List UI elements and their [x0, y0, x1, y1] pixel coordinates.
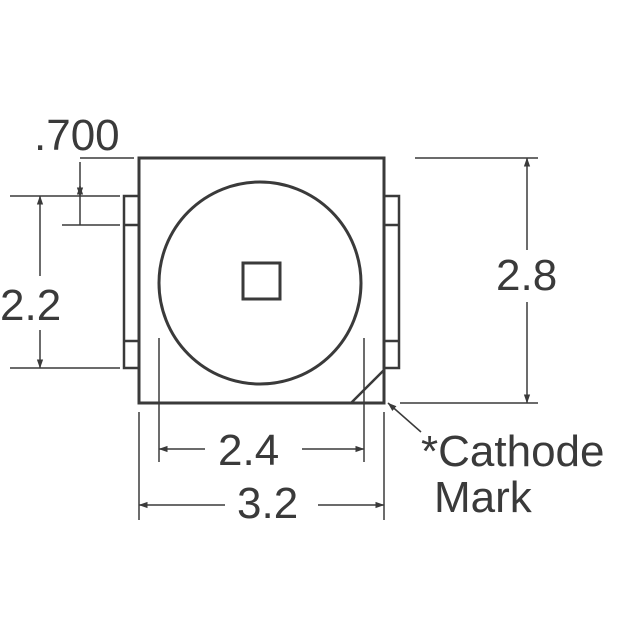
- label-pad-offset: .700: [34, 111, 120, 160]
- label-lens-width: 2.4: [218, 426, 279, 475]
- cathode-chamfer: [350, 369, 385, 404]
- label-body-height: 2.8: [496, 251, 557, 300]
- label-body-width: 3.2: [237, 479, 298, 528]
- cathode-mark-label-line2: Mark: [434, 473, 533, 522]
- right-pad: [382, 194, 401, 370]
- center-die: [241, 261, 282, 301]
- lens-circle: [157, 180, 363, 386]
- cathode-mark-label-line1: *Cathode: [421, 427, 604, 476]
- left-pad: [122, 194, 141, 370]
- cathode-leader-arrow: [387, 402, 422, 433]
- package-body: [137, 156, 386, 405]
- label-pad-height: 2.2: [0, 281, 61, 330]
